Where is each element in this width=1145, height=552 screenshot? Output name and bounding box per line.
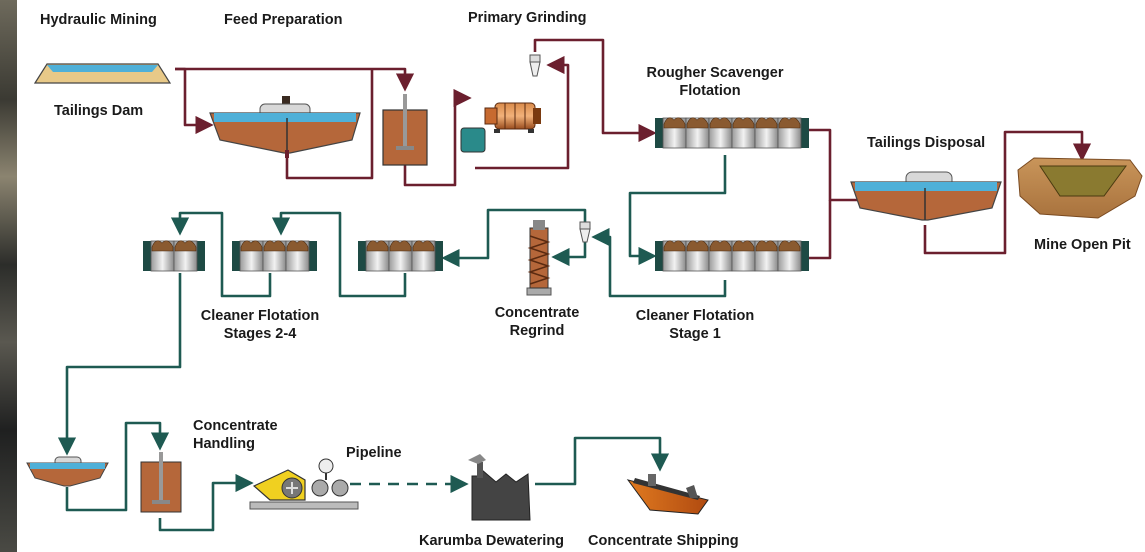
rougher-to-tailings-line	[795, 128, 857, 202]
rougher-to-cleaner1-line	[628, 155, 727, 266]
pipeline-pump	[249, 458, 359, 510]
froth	[663, 117, 686, 129]
label-cleaner-stages-line2: Stages 2-4	[223, 326, 297, 342]
label-regrind-line1: Concentrate	[494, 305, 580, 321]
label-concentrate-shipping: Concentrate Shipping	[588, 533, 739, 549]
label-karumba-dewatering: Karumba Dewatering	[419, 533, 565, 549]
cleaner-stage1-bank	[655, 240, 809, 272]
label-pipeline: Pipeline	[346, 445, 402, 461]
froth	[151, 240, 174, 252]
label-cleaner-stages-line1: Cleaner Flotation	[200, 308, 320, 324]
tailings-dam	[33, 63, 172, 84]
froth	[686, 240, 709, 252]
froth	[240, 240, 263, 252]
froth	[286, 240, 309, 252]
label-tailings-dam: Tailings Dam	[54, 103, 144, 119]
concentrate-thickener	[26, 456, 109, 487]
dewatering-plant	[468, 454, 531, 521]
tailings-thickener	[850, 171, 1002, 221]
label-feed-preparation: Feed Preparation	[224, 12, 343, 28]
label-rougher-line2: Flotation	[679, 83, 741, 99]
ship	[626, 474, 709, 515]
background-photo-strip	[0, 0, 17, 552]
label-regrind-line2: Regrind	[509, 323, 565, 339]
tailings-thickener-to-pit-line	[923, 130, 1092, 255]
dam-to-tank-line	[175, 67, 415, 92]
label-concentrate-regrind: Concentrate Regrind	[488, 304, 586, 340]
label-handling-line2: Handling	[193, 436, 256, 452]
froth	[732, 240, 755, 252]
label-cleaner-stages-2-4: Cleaner Flotation Stages 2-4	[197, 307, 323, 343]
cyclone-to-regrind-line	[551, 238, 587, 267]
thickener-underflow-line	[285, 70, 374, 180]
cyclone-to-rougher-line	[533, 38, 657, 143]
concentrate-tank	[140, 452, 182, 513]
froth	[709, 117, 732, 129]
regrind-mill	[526, 220, 552, 296]
label-cleaner-stage1: Cleaner Flotation Stage 1	[632, 307, 758, 343]
primary-mill	[460, 102, 541, 153]
froth	[755, 117, 778, 129]
froth	[389, 240, 412, 252]
dewatering-to-ship-line	[535, 436, 670, 486]
feed-thickener	[209, 96, 361, 158]
mine-open-pit	[1017, 157, 1143, 219]
label-cleaner-stage1-line2: Stage 1	[669, 326, 721, 342]
thickener-to-tank-line	[65, 421, 170, 512]
cleaner-loop-1-line	[271, 211, 407, 298]
label-mine-open-pit: Mine Open Pit	[1034, 237, 1131, 253]
concentrate-flow-lines	[57, 155, 727, 532]
label-concentrate-handling: Concentrate Handling	[193, 417, 278, 453]
label-cleaner-stage1-line1: Cleaner Flotation	[635, 308, 755, 324]
cleaner-bank-c	[143, 240, 205, 272]
froth	[263, 240, 286, 252]
tailings-flow-lines	[175, 38, 1092, 260]
froth	[174, 240, 197, 252]
cleaner1-to-cyclone-line	[591, 227, 727, 298]
primary-cyclone	[529, 54, 541, 77]
froth	[755, 240, 778, 252]
label-rougher-scavenger: Rougher Scavenger Flotation	[640, 64, 790, 100]
flotation-cells	[143, 117, 809, 272]
label-tailings-disposal: Tailings Disposal	[867, 135, 986, 151]
cyclone-overflow-line	[441, 208, 587, 268]
label-rougher-line1: Rougher Scavenger	[646, 65, 784, 81]
froth	[663, 240, 686, 252]
label-primary-grinding: Primary Grinding	[468, 10, 587, 26]
cleaner-loop-2-line	[170, 211, 272, 298]
froth	[732, 117, 755, 129]
label-hydraulic-mining: Hydraulic Mining	[40, 12, 157, 28]
froth	[366, 240, 389, 252]
froth	[412, 240, 435, 252]
cleaner-bank-a	[358, 240, 443, 272]
cleaner-to-thickener-line	[57, 273, 182, 456]
froth	[686, 117, 709, 129]
feed-tank	[382, 94, 428, 166]
froth	[709, 240, 732, 252]
froth	[778, 240, 801, 252]
tank-to-filter-line	[158, 473, 254, 532]
tank-to-pump-line	[403, 88, 472, 187]
label-handling-line1: Concentrate	[193, 418, 278, 434]
regrind-cyclone	[579, 221, 591, 243]
froth	[778, 117, 801, 129]
cleaner-bank-b	[232, 240, 317, 272]
rougher-scavenger-bank	[655, 117, 809, 149]
mill-to-cyclone-line	[475, 55, 570, 170]
dam-to-thickener-line	[175, 67, 214, 135]
